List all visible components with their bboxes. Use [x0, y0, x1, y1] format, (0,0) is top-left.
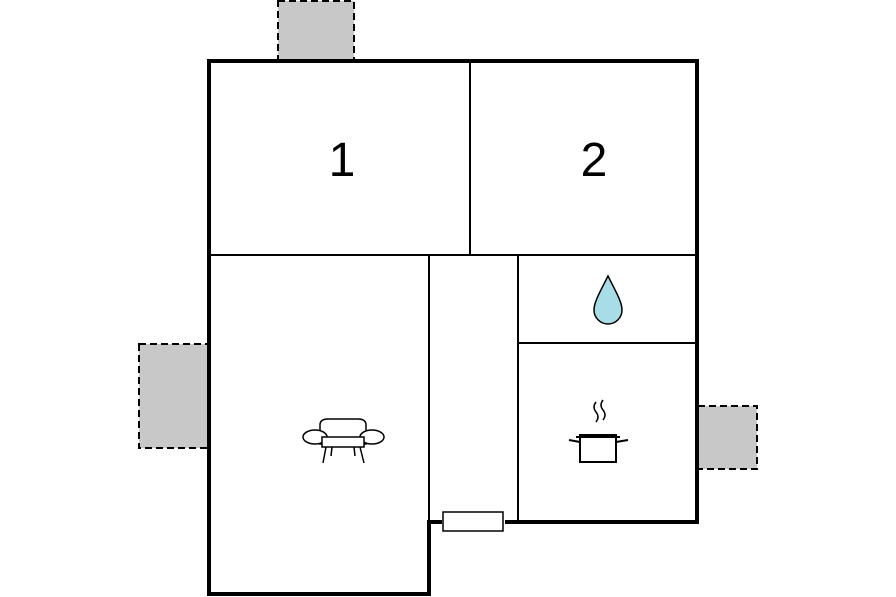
water-drop-icon	[593, 274, 623, 325]
sofa-icon	[302, 418, 385, 464]
room-label-2: 2	[581, 134, 608, 187]
terrace-left	[138, 343, 210, 449]
room-label-1: 1	[329, 134, 356, 187]
cooking-pot-icon	[568, 399, 629, 463]
interior-walls	[209, 61, 697, 522]
terrace-top	[277, 0, 355, 61]
terrace-right	[697, 405, 758, 470]
door-icon	[442, 511, 504, 532]
